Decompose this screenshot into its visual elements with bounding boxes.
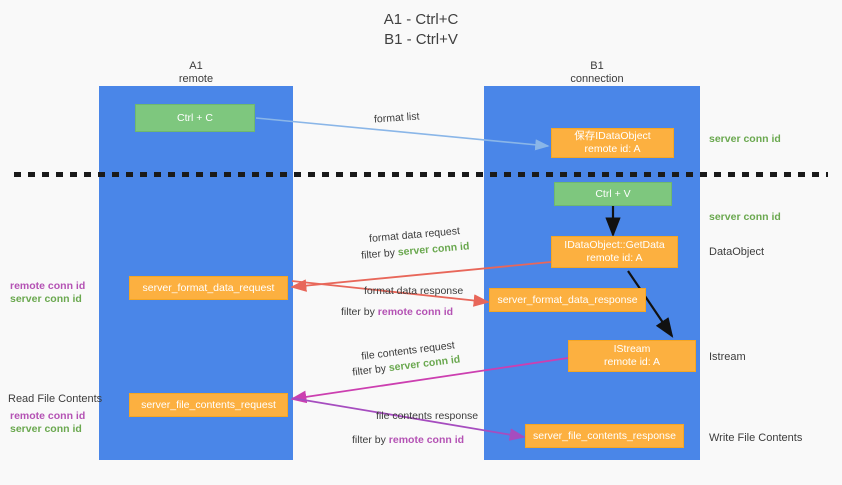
left-label-read-file-contents: Read File Contents: [8, 393, 103, 405]
node-save-idataobject-line2: remote id: A: [584, 143, 641, 155]
edge-filter-format-data-response: filter by remote conn id: [341, 305, 453, 319]
left-label-remote-conn-id-2: remote conn id: [10, 410, 86, 422]
node-ctrl-c[interactable]: Ctrl + C: [135, 104, 255, 132]
node-istream[interactable]: IStream remote id: A: [568, 340, 696, 372]
edge-filter-file-contents-response-prefix: filter by: [352, 434, 389, 446]
left-label-server-conn-id-1: server conn id: [10, 293, 82, 305]
right-label-dataobject: DataObject: [709, 246, 765, 258]
node-server-file-contents-request[interactable]: server_file_contents_request: [129, 393, 288, 417]
right-label-istream: Istream: [709, 351, 746, 363]
node-server-file-contents-response-label: server_file_contents_response: [532, 429, 676, 442]
lane-a1-name: A1: [189, 60, 203, 72]
edge-filter-format-data-request-prefix: filter by: [360, 246, 399, 262]
node-idataobject-getdata[interactable]: IDataObject::GetData remote id: A: [551, 236, 678, 268]
edge-filter-file-contents-response-value: remote conn id: [388, 434, 465, 446]
left-label-remote-conn-id-1: remote conn id: [10, 280, 86, 292]
node-getdata-line2: remote id: A: [586, 252, 643, 264]
right-label-server-conn-id-2: server conn id: [709, 211, 781, 223]
node-save-idataobject-line1: 保存IDataObject: [574, 130, 651, 142]
node-server-format-data-response-label: server_format_data_response: [497, 293, 638, 306]
edge-filter-format-data-response-value: remote conn id: [377, 306, 454, 318]
phase-divider-dashed-line: [14, 172, 828, 177]
node-ctrl-v[interactable]: Ctrl + V: [554, 182, 672, 206]
lane-b1-sub: connection: [570, 73, 624, 85]
node-istream-line1: IStream: [613, 343, 651, 355]
node-server-format-data-response[interactable]: server_format_data_response: [489, 288, 646, 312]
edge-filter-format-data-response-prefix: filter by: [341, 306, 378, 318]
edge-label-file-contents-response: file contents response: [376, 410, 479, 422]
lane-a1-sub: remote: [178, 73, 214, 85]
right-label-write-file-contents: Write File Contents: [709, 432, 803, 444]
edge-filter-format-data-request-value: server conn id: [397, 240, 470, 259]
node-server-format-data-request[interactable]: server_format_data_request: [129, 276, 288, 300]
title-line-1: A1 - Ctrl+C: [383, 11, 459, 28]
lane-b1-name: B1: [590, 60, 604, 72]
node-getdata-line1: IDataObject::GetData: [564, 239, 665, 251]
lane-header-b1: B1 connection: [507, 60, 687, 86]
edge-label-format-list: format list: [373, 110, 420, 126]
edge-filter-file-contents-request-prefix: filter by: [351, 362, 390, 379]
edge-filter-file-contents-response: filter by remote conn id: [352, 433, 464, 447]
left-label-server-conn-id-2: server conn id: [10, 423, 82, 435]
title-line-2: B1 - Ctrl+V: [384, 31, 458, 48]
node-ctrl-v-label: Ctrl + V: [595, 187, 631, 200]
edge-label-format-data-response: format data response: [364, 285, 464, 297]
node-server-file-contents-request-label: server_file_contents_request: [141, 398, 276, 411]
right-label-server-conn-id-1: server conn id: [709, 133, 781, 145]
lane-header-a1: A1 remote: [106, 60, 286, 86]
node-istream-line2: remote id: A: [603, 356, 661, 368]
node-save-idataobject[interactable]: 保存IDataObject remote id: A: [551, 128, 674, 158]
diagram-title: A1 - Ctrl+C B1 - Ctrl+V: [0, 10, 842, 50]
node-server-file-contents-response[interactable]: server_file_contents_response: [525, 424, 684, 448]
node-ctrl-c-label: Ctrl + C: [177, 111, 213, 124]
node-server-format-data-request-label: server_format_data_request: [142, 281, 275, 294]
